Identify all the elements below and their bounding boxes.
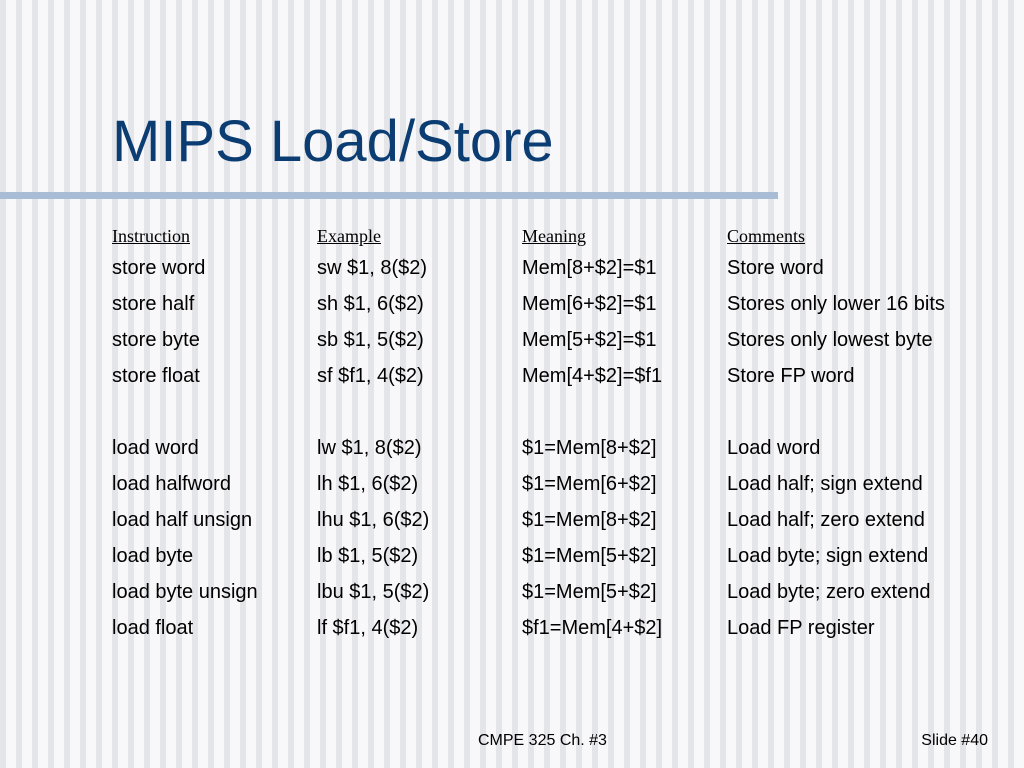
comments-cell — [727, 394, 1007, 430]
comments-cell: Load FP register — [727, 616, 875, 639]
header-example: Example — [317, 225, 381, 246]
meaning-cell: $1=Mem[5+$2] — [522, 544, 657, 567]
comments-cell: Stores only lower 16 bits — [727, 292, 945, 315]
example-cell: lhu $1, 6($2) — [317, 508, 430, 531]
example-cell: lw $1, 8($2) — [317, 436, 422, 459]
comments-cell: Store FP word — [727, 364, 855, 387]
footer-course: CMPE 325 Ch. #3 — [478, 732, 607, 749]
meaning-cell: Mem[6+$2]=$1 — [522, 292, 657, 315]
example-cell: lf $f1, 4($2) — [317, 616, 419, 639]
example-cell: lbu $1, 5($2) — [317, 580, 430, 603]
table-row: load halfword lh $1, 6($2) $1=Mem[6+$2] … — [112, 466, 1007, 502]
table-row: load half unsign lhu $1, 6($2) $1=Mem[8+… — [112, 502, 1007, 538]
table-header-row: Instruction Example Meaning Comments — [112, 222, 1007, 250]
comments-cell: Store word — [727, 256, 824, 279]
example-cell — [317, 394, 522, 430]
instruction-cell: load float — [112, 616, 194, 639]
meaning-cell: Mem[8+$2]=$1 — [522, 256, 657, 279]
instruction-table: Instruction Example Meaning Comments sto… — [112, 222, 1007, 646]
meaning-cell: Mem[5+$2]=$1 — [522, 328, 657, 351]
table-row: store float sf $f1, 4($2) Mem[4+$2]=$f1 … — [112, 358, 1007, 394]
instruction-cell: store float — [112, 364, 200, 387]
comments-cell: Load word — [727, 436, 821, 459]
meaning-cell — [522, 394, 727, 430]
instruction-cell: load byte unsign — [112, 580, 258, 603]
slide-title: MIPS Load/Store — [112, 109, 554, 174]
comments-cell: Load byte; zero extend — [727, 580, 931, 603]
meaning-cell: $1=Mem[5+$2] — [522, 580, 657, 603]
header-meaning: Meaning — [522, 225, 586, 246]
example-cell: sb $1, 5($2) — [317, 328, 424, 351]
instruction-cell: store byte — [112, 328, 200, 351]
table-row: load byte unsign lbu $1, 5($2) $1=Mem[5+… — [112, 574, 1007, 610]
instruction-cell: load word — [112, 436, 199, 459]
table-row: store word sw $1, 8($2) Mem[8+$2]=$1 Sto… — [112, 250, 1007, 286]
comments-cell: Load byte; sign extend — [727, 544, 929, 567]
comments-cell: Load half; zero extend — [727, 508, 925, 531]
meaning-cell: $1=Mem[8+$2] — [522, 436, 657, 459]
meaning-cell: $f1=Mem[4+$2] — [522, 616, 663, 639]
table-row: store byte sb $1, 5($2) Mem[5+$2]=$1 Sto… — [112, 322, 1007, 358]
instruction-cell — [112, 394, 317, 430]
header-comments: Comments — [727, 225, 806, 246]
table-row: load byte lb $1, 5($2) $1=Mem[5+$2] Load… — [112, 538, 1007, 574]
title-divider — [0, 192, 778, 199]
example-cell: sw $1, 8($2) — [317, 256, 428, 279]
instruction-cell: store half — [112, 292, 195, 315]
comments-cell: Stores only lowest byte — [727, 328, 933, 351]
header-instruction: Instruction — [112, 225, 190, 246]
meaning-cell: Mem[4+$2]=$f1 — [522, 364, 663, 387]
comments-cell: Load half; sign extend — [727, 472, 923, 495]
meaning-cell: $1=Mem[6+$2] — [522, 472, 657, 495]
table-spacer-row — [112, 394, 1007, 430]
instruction-cell: load halfword — [112, 472, 231, 495]
example-cell: lh $1, 6($2) — [317, 472, 419, 495]
meaning-cell: $1=Mem[8+$2] — [522, 508, 657, 531]
example-cell: sh $1, 6($2) — [317, 292, 424, 315]
table-row: store half sh $1, 6($2) Mem[6+$2]=$1 Sto… — [112, 286, 1007, 322]
instruction-cell: load half unsign — [112, 508, 253, 531]
example-cell: lb $1, 5($2) — [317, 544, 419, 567]
instruction-cell: load byte — [112, 544, 194, 567]
footer-slide-number: Slide #40 — [921, 732, 988, 749]
example-cell: sf $f1, 4($2) — [317, 364, 424, 387]
table-row: load word lw $1, 8($2) $1=Mem[8+$2] Load… — [112, 430, 1007, 466]
table-row: load float lf $f1, 4($2) $f1=Mem[4+$2] L… — [112, 610, 1007, 646]
instruction-cell: store word — [112, 256, 206, 279]
